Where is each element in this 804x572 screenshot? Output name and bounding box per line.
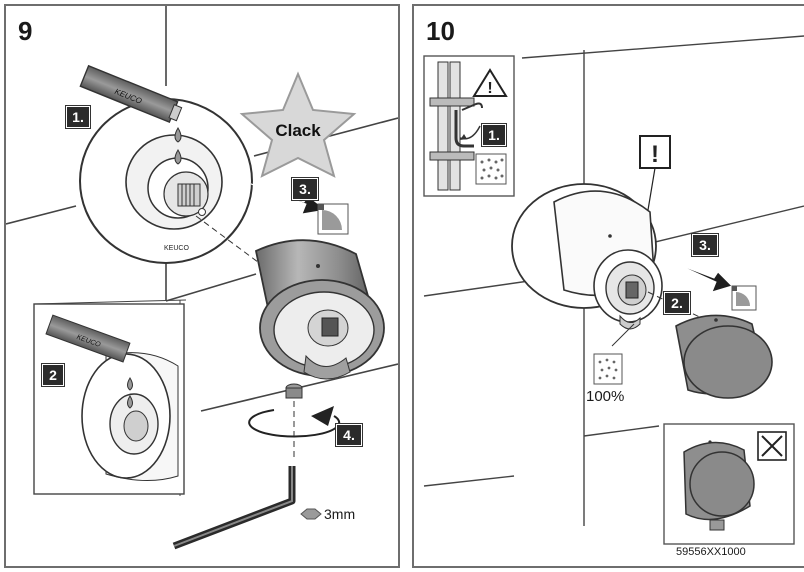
step-badge-2: 2. — [664, 292, 690, 314]
step-10-panel: ! ! — [412, 4, 804, 568]
wall-flange: KEUCO — [79, 98, 253, 264]
step-number: 10 — [426, 16, 455, 46]
svg-text:!: ! — [651, 141, 659, 168]
step-9-illustration: KEUCO KEUCO Clack — [6, 6, 398, 550]
handle-cover — [254, 239, 385, 380]
quarter-circle-icon — [317, 203, 349, 235]
tool-size-label: 3mm — [324, 506, 356, 522]
incorrect-mount-inset — [663, 423, 795, 545]
step-badge-3: 3. — [692, 234, 718, 256]
hexagon-icon — [300, 508, 322, 520]
flow-percent-label: 100% — [586, 388, 625, 405]
shower-inset: ! — [423, 55, 515, 197]
hex-key — [172, 466, 296, 550]
warning-icon — [472, 68, 508, 97]
clack-star: Clack — [239, 71, 357, 178]
flange-brand-text: KEUCO — [164, 245, 189, 252]
step-badge-1: 1. — [66, 106, 90, 128]
step-9-panel: KEUCO KEUCO Clack — [4, 4, 400, 568]
handle-cover — [675, 314, 773, 399]
full-flow-icon — [593, 353, 623, 385]
svg-text:!: ! — [487, 80, 492, 97]
step-badge-3: 3. — [292, 178, 318, 200]
attention-icon: ! — [639, 135, 671, 247]
wall-outlet-body — [511, 183, 663, 330]
step-10-illustration: ! ! — [423, 35, 804, 545]
step-number: 9 — [18, 16, 33, 46]
clack-sound-label: Clack — [275, 121, 321, 140]
step-badge-2: 2 — [42, 364, 64, 386]
inset-detail: KEUCO — [33, 299, 187, 496]
push-arrow — [671, 261, 733, 293]
article-number: 59556XX1000 — [676, 546, 746, 558]
step-badge-4: 4. — [336, 424, 362, 446]
step-badge-1: 1. — [482, 124, 506, 146]
quarter-circle-icon — [731, 285, 757, 311]
spray-icon — [475, 153, 507, 185]
grease-tube: KEUCO — [79, 64, 183, 124]
cross-icon — [757, 431, 787, 461]
set-screw — [285, 383, 303, 399]
